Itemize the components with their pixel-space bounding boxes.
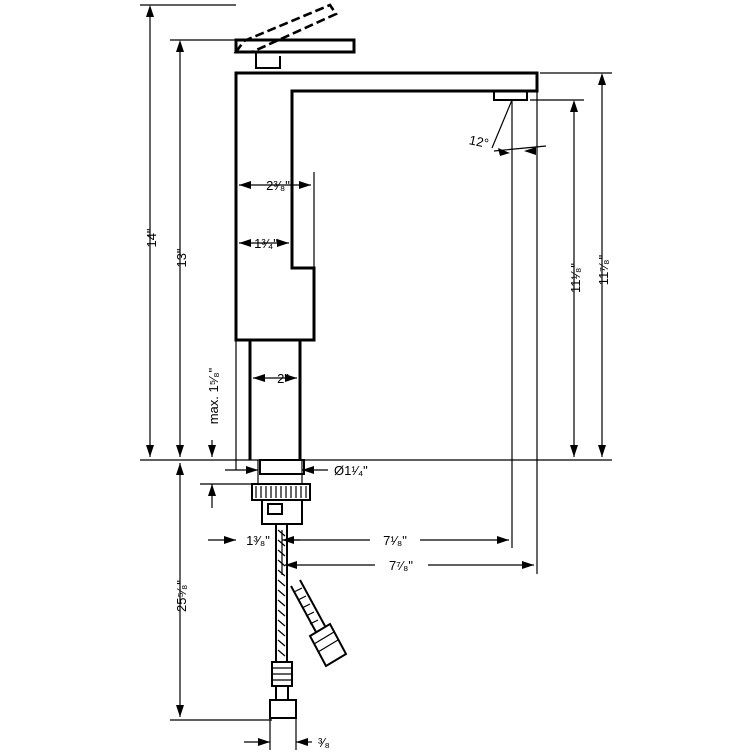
label-reach-inner: 7¹⁄₈"	[383, 533, 407, 548]
lever-open-dashed	[233, 3, 338, 54]
label-height-to-lever: 13"	[174, 248, 189, 267]
nut-knurling	[255, 486, 307, 498]
label-width-top: 2³⁄₈"	[266, 178, 290, 193]
label-width-base: 2"	[277, 371, 289, 386]
lever-closed	[234, 38, 356, 54]
hose-angled	[290, 579, 326, 633]
label-connection: ³⁄₈	[318, 735, 330, 750]
hose-connector-bottom	[269, 699, 297, 719]
hose-angled-braid	[293, 587, 319, 625]
label-angle: 12°	[468, 132, 490, 151]
mount-lower-shank	[261, 499, 303, 525]
extension-lines	[140, 4, 612, 750]
body-outline	[234, 71, 539, 342]
label-height-total: 14"	[144, 228, 159, 247]
dimension-labels: 14" 13" 11⁷⁄₈" 11¹⁄₈" max. 1⁵⁄₈" 25⁵⁄₈" …	[144, 132, 611, 750]
supply-hoses	[269, 524, 348, 719]
base-body	[248, 340, 302, 460]
faucet-body	[233, 3, 539, 525]
label-reach-outer: 7⁷⁄₈"	[389, 558, 413, 573]
label-max-thickness: max. 1⁵⁄₈"	[206, 367, 221, 424]
label-hole-diameter: Ø1¹⁄₄"	[334, 463, 368, 478]
aerator	[493, 91, 528, 101]
label-hose-length: 25⁵⁄₈"	[174, 580, 189, 612]
ferrule-ridges	[272, 667, 292, 681]
label-offset: 1³⁄₈"	[246, 533, 270, 548]
dimension-lines	[146, 5, 606, 746]
lever-joint	[255, 52, 281, 69]
shank-slot	[267, 503, 283, 515]
hose-straight	[275, 524, 288, 662]
angled-connector-ridges	[313, 631, 339, 653]
label-spout-height: 11¹⁄₈"	[568, 263, 583, 293]
mount-shank-top	[259, 459, 305, 475]
connector-neck	[275, 686, 289, 700]
label-width-mid: 1³⁄₄"	[254, 236, 278, 251]
hose-angled-connector	[308, 622, 348, 668]
label-spout-height-outer: 11⁷⁄₈"	[596, 254, 611, 285]
